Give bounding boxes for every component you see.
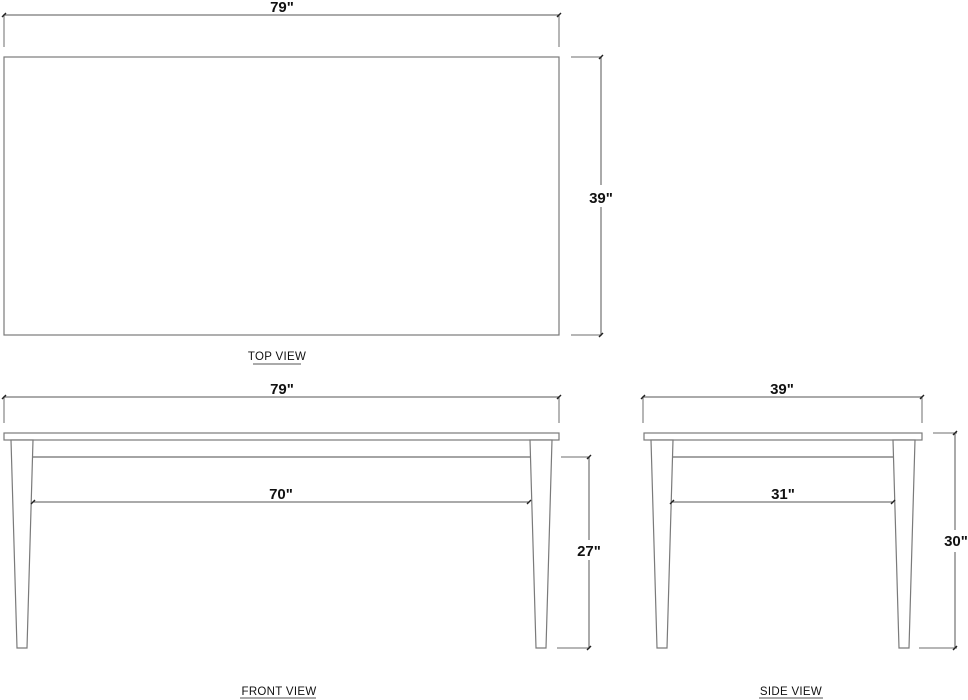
top-view: 79" 39" TOP VIEW [1, 0, 613, 365]
side-view-tabletop [643, 432, 923, 441]
top-view-depth-dimension: 39" [571, 54, 613, 338]
front-view-clearance-dimension: 27" [557, 454, 601, 651]
front-view-apron-label: 70" [269, 486, 293, 503]
side-view-right-leg [892, 439, 916, 649]
front-view-tabletop [3, 432, 560, 441]
side-view-width-dimension: 39" [640, 381, 925, 423]
front-view-left-leg [10, 439, 34, 649]
side-view-apron-dimension: 31" [669, 486, 896, 505]
side-view-title: SIDE VIEW [760, 686, 822, 698]
side-view-height-dimension: 30" [919, 430, 968, 651]
front-view-width-label: 79" [270, 381, 294, 398]
front-view-clearance-label: 27" [577, 543, 601, 560]
front-view-apron-dimension: 70" [30, 486, 532, 505]
front-view: 79" 70" 27" FRONT VIEW [1, 381, 601, 699]
top-view-width-label: 79" [270, 0, 294, 16]
side-view-height-label: 30" [944, 533, 968, 550]
front-view-title: FRONT VIEW [242, 686, 317, 698]
side-view-left-leg [650, 439, 674, 649]
top-view-tabletop [3, 56, 560, 336]
top-view-title: TOP VIEW [248, 351, 306, 363]
front-view-width-dimension: 79" [1, 381, 562, 423]
side-view-apron-label: 31" [771, 486, 795, 503]
top-view-depth-label: 39" [589, 190, 613, 207]
side-view: 39" 31" 30" SIDE VIEW [640, 381, 968, 699]
front-view-right-leg [529, 439, 553, 649]
top-view-width-dimension: 79" [1, 0, 562, 47]
side-view-width-label: 39" [770, 381, 794, 398]
